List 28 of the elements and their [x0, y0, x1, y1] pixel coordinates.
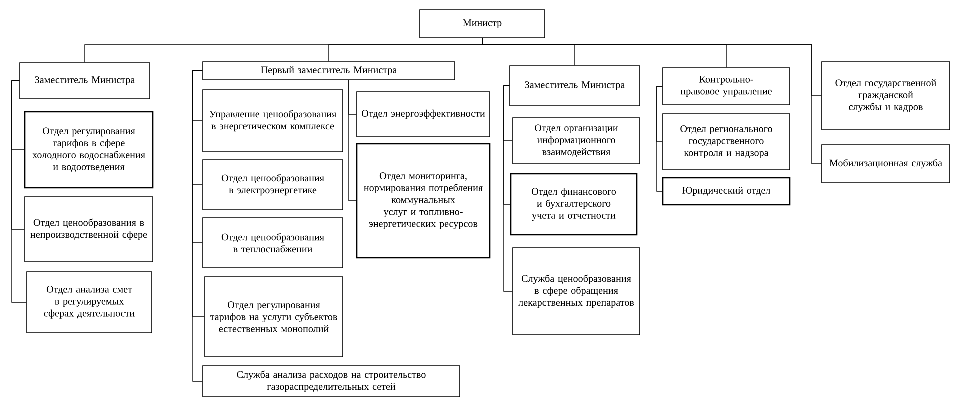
org-box: Министр — [420, 10, 546, 38]
connector-line — [192, 70, 203, 382]
org-box: Мобилизационная служба — [822, 144, 950, 184]
org-box: Отдел финансового и бухгалтерского учета и отчетности — [510, 173, 638, 236]
org-box: Контрольно-правовое управление — [662, 68, 790, 106]
org-box: Отдел ценообразования в теплоснабжении — [202, 218, 344, 268]
org-box: Управление ценообразования в энергетическом комплексе — [202, 90, 344, 152]
org-box: Заместитель Министра — [510, 66, 640, 106]
org-box: Отдел регионального государственного контроля и надзора — [662, 114, 790, 170]
org-box: Отдел ценообразования в непроизводственной сфере — [24, 196, 154, 262]
org-box: Служба ценообразования в сфере обращения лекарственных препаратов — [512, 248, 640, 336]
org-box: Отдел энергоэффективности — [356, 92, 490, 138]
connector-line — [504, 86, 513, 292]
connector-line — [12, 80, 27, 303]
org-box: Отдел государственной гражданской службы и кадров — [822, 62, 950, 130]
connector-line — [348, 80, 357, 202]
org-box: Отдел ценообразования в электроэнергетике — [202, 160, 344, 210]
org-box: Отдел анализа смет в регулируемых сферах деятельности — [26, 272, 152, 334]
org-box: Отдел мониторинга, нормирования потребления коммунальных услуг и топливно-энергетических ресурсов — [356, 143, 491, 259]
org-box: Отдел организации информационного взаимодействия — [512, 118, 640, 164]
org-box: Отдел регулирования тарифов на услуги субъектов естественных монополий — [204, 276, 344, 358]
org-box: Первый заместитель Министра — [202, 62, 456, 80]
connector-line — [656, 86, 663, 192]
org-box: Юридический отдел — [662, 177, 791, 206]
connector-line — [482, 38, 822, 164]
org-box: Отдел регулирования тарифов в сфере холодного водоснабжения и водоотведения — [24, 111, 154, 189]
org-box: Заместитель Министра — [20, 62, 150, 100]
org-box: Служба анализа расходов на строительство газораспределительных сетей — [202, 366, 460, 398]
